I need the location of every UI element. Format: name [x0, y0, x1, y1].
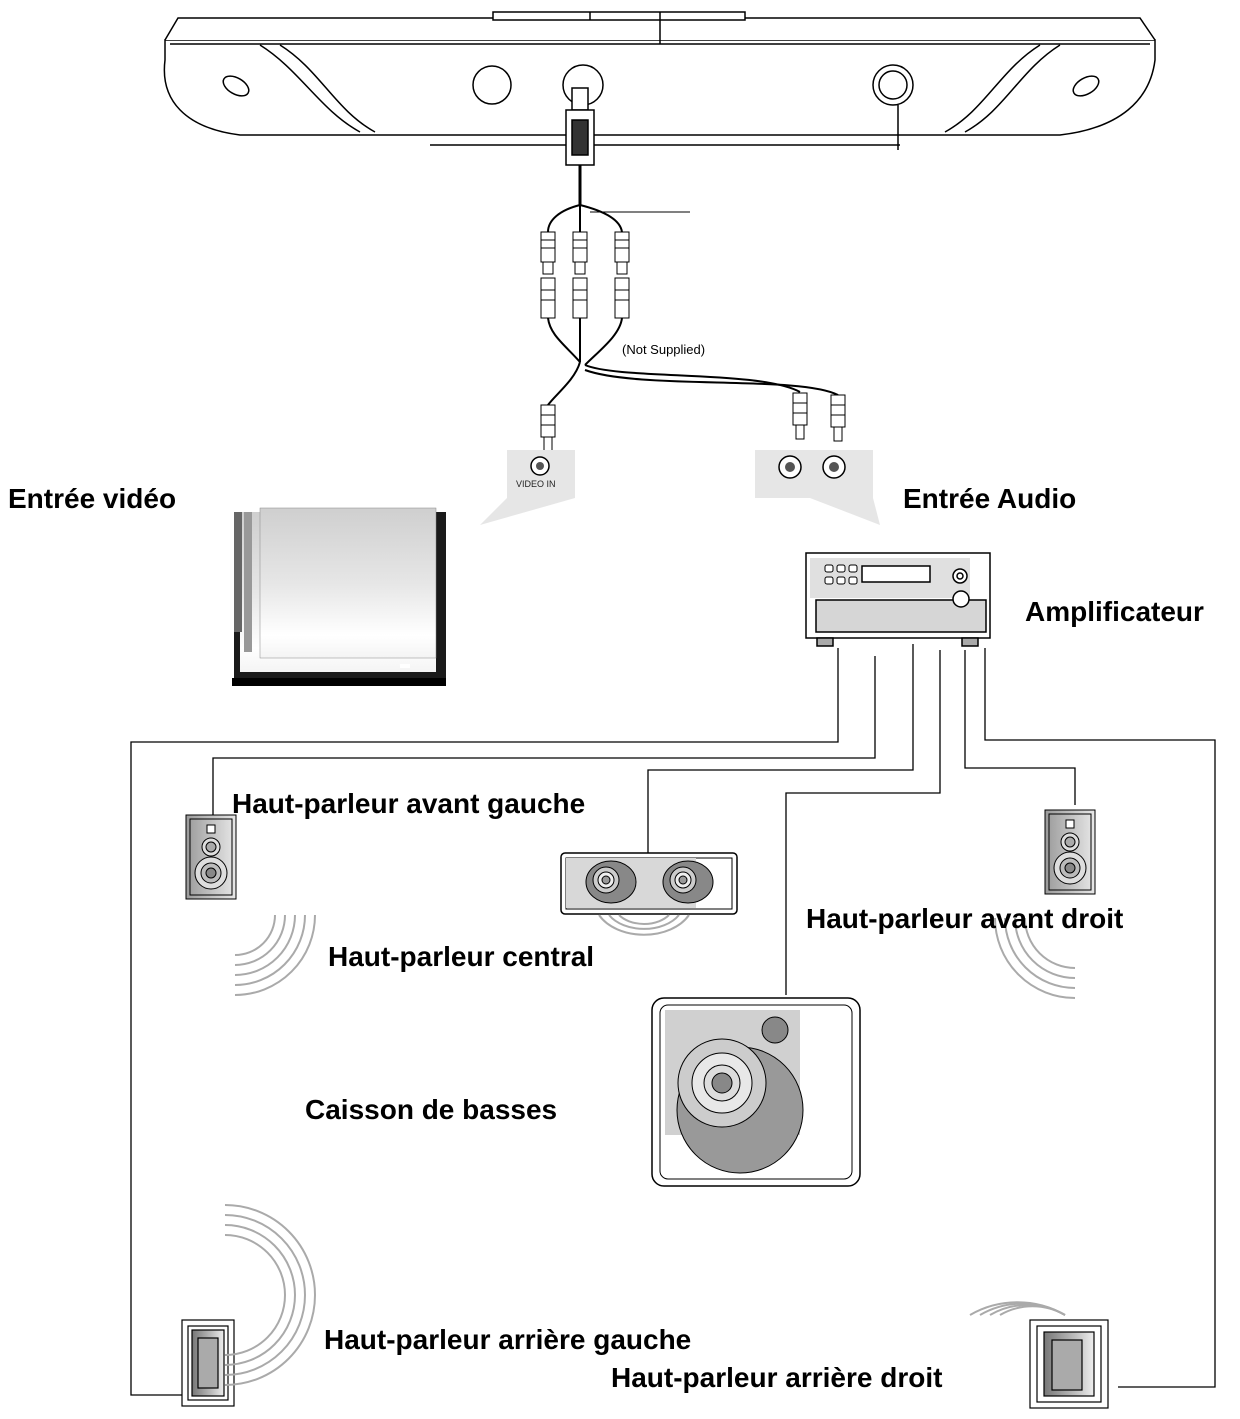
television [232, 507, 446, 686]
rear-right-sound-waves [969, 1301, 1066, 1316]
front-right-speaker [1044, 809, 1096, 895]
rear-left-speaker [181, 1319, 235, 1407]
front-left-sound-waves [234, 914, 316, 996]
label-center-speaker: Haut-parleur central [328, 941, 595, 972]
label-rear-right-speaker: Haut-parleur arrière droit [611, 1362, 943, 1393]
label-audio-input: Entrée Audio [903, 483, 1077, 514]
video-in-panel [480, 450, 575, 525]
front-right-sound-waves [994, 917, 1076, 999]
label-video-input: Entrée vidéo [8, 483, 177, 514]
center-sound-waves [598, 914, 690, 936]
audio-in-panel [755, 450, 880, 525]
amplifier-unit [805, 552, 991, 647]
dvd-player [163, 11, 1156, 150]
front-left-speaker [185, 814, 237, 900]
label-rear-left-speaker: Haut-parleur arrière gauche [324, 1324, 692, 1355]
label-subwoofer: Caisson de basses [305, 1094, 558, 1125]
rear-right-speaker [1029, 1319, 1109, 1409]
cable-note: (Not Supplied) [622, 342, 706, 357]
speaker-wires [130, 644, 1216, 1396]
av-plug [565, 87, 595, 205]
rear-left-sound-waves [224, 1204, 316, 1386]
label-amplifier: Amplificateur [1025, 596, 1204, 627]
center-speaker [560, 852, 738, 915]
subwoofer [651, 997, 861, 1187]
rca-plugs [540, 231, 846, 452]
label-front-right-speaker: Haut-parleur avant droit [806, 903, 1124, 934]
video-in-jack-label: VIDEO IN [516, 479, 556, 489]
label-front-left-speaker: Haut-parleur avant gauche [232, 788, 586, 819]
av-cable [547, 204, 839, 406]
